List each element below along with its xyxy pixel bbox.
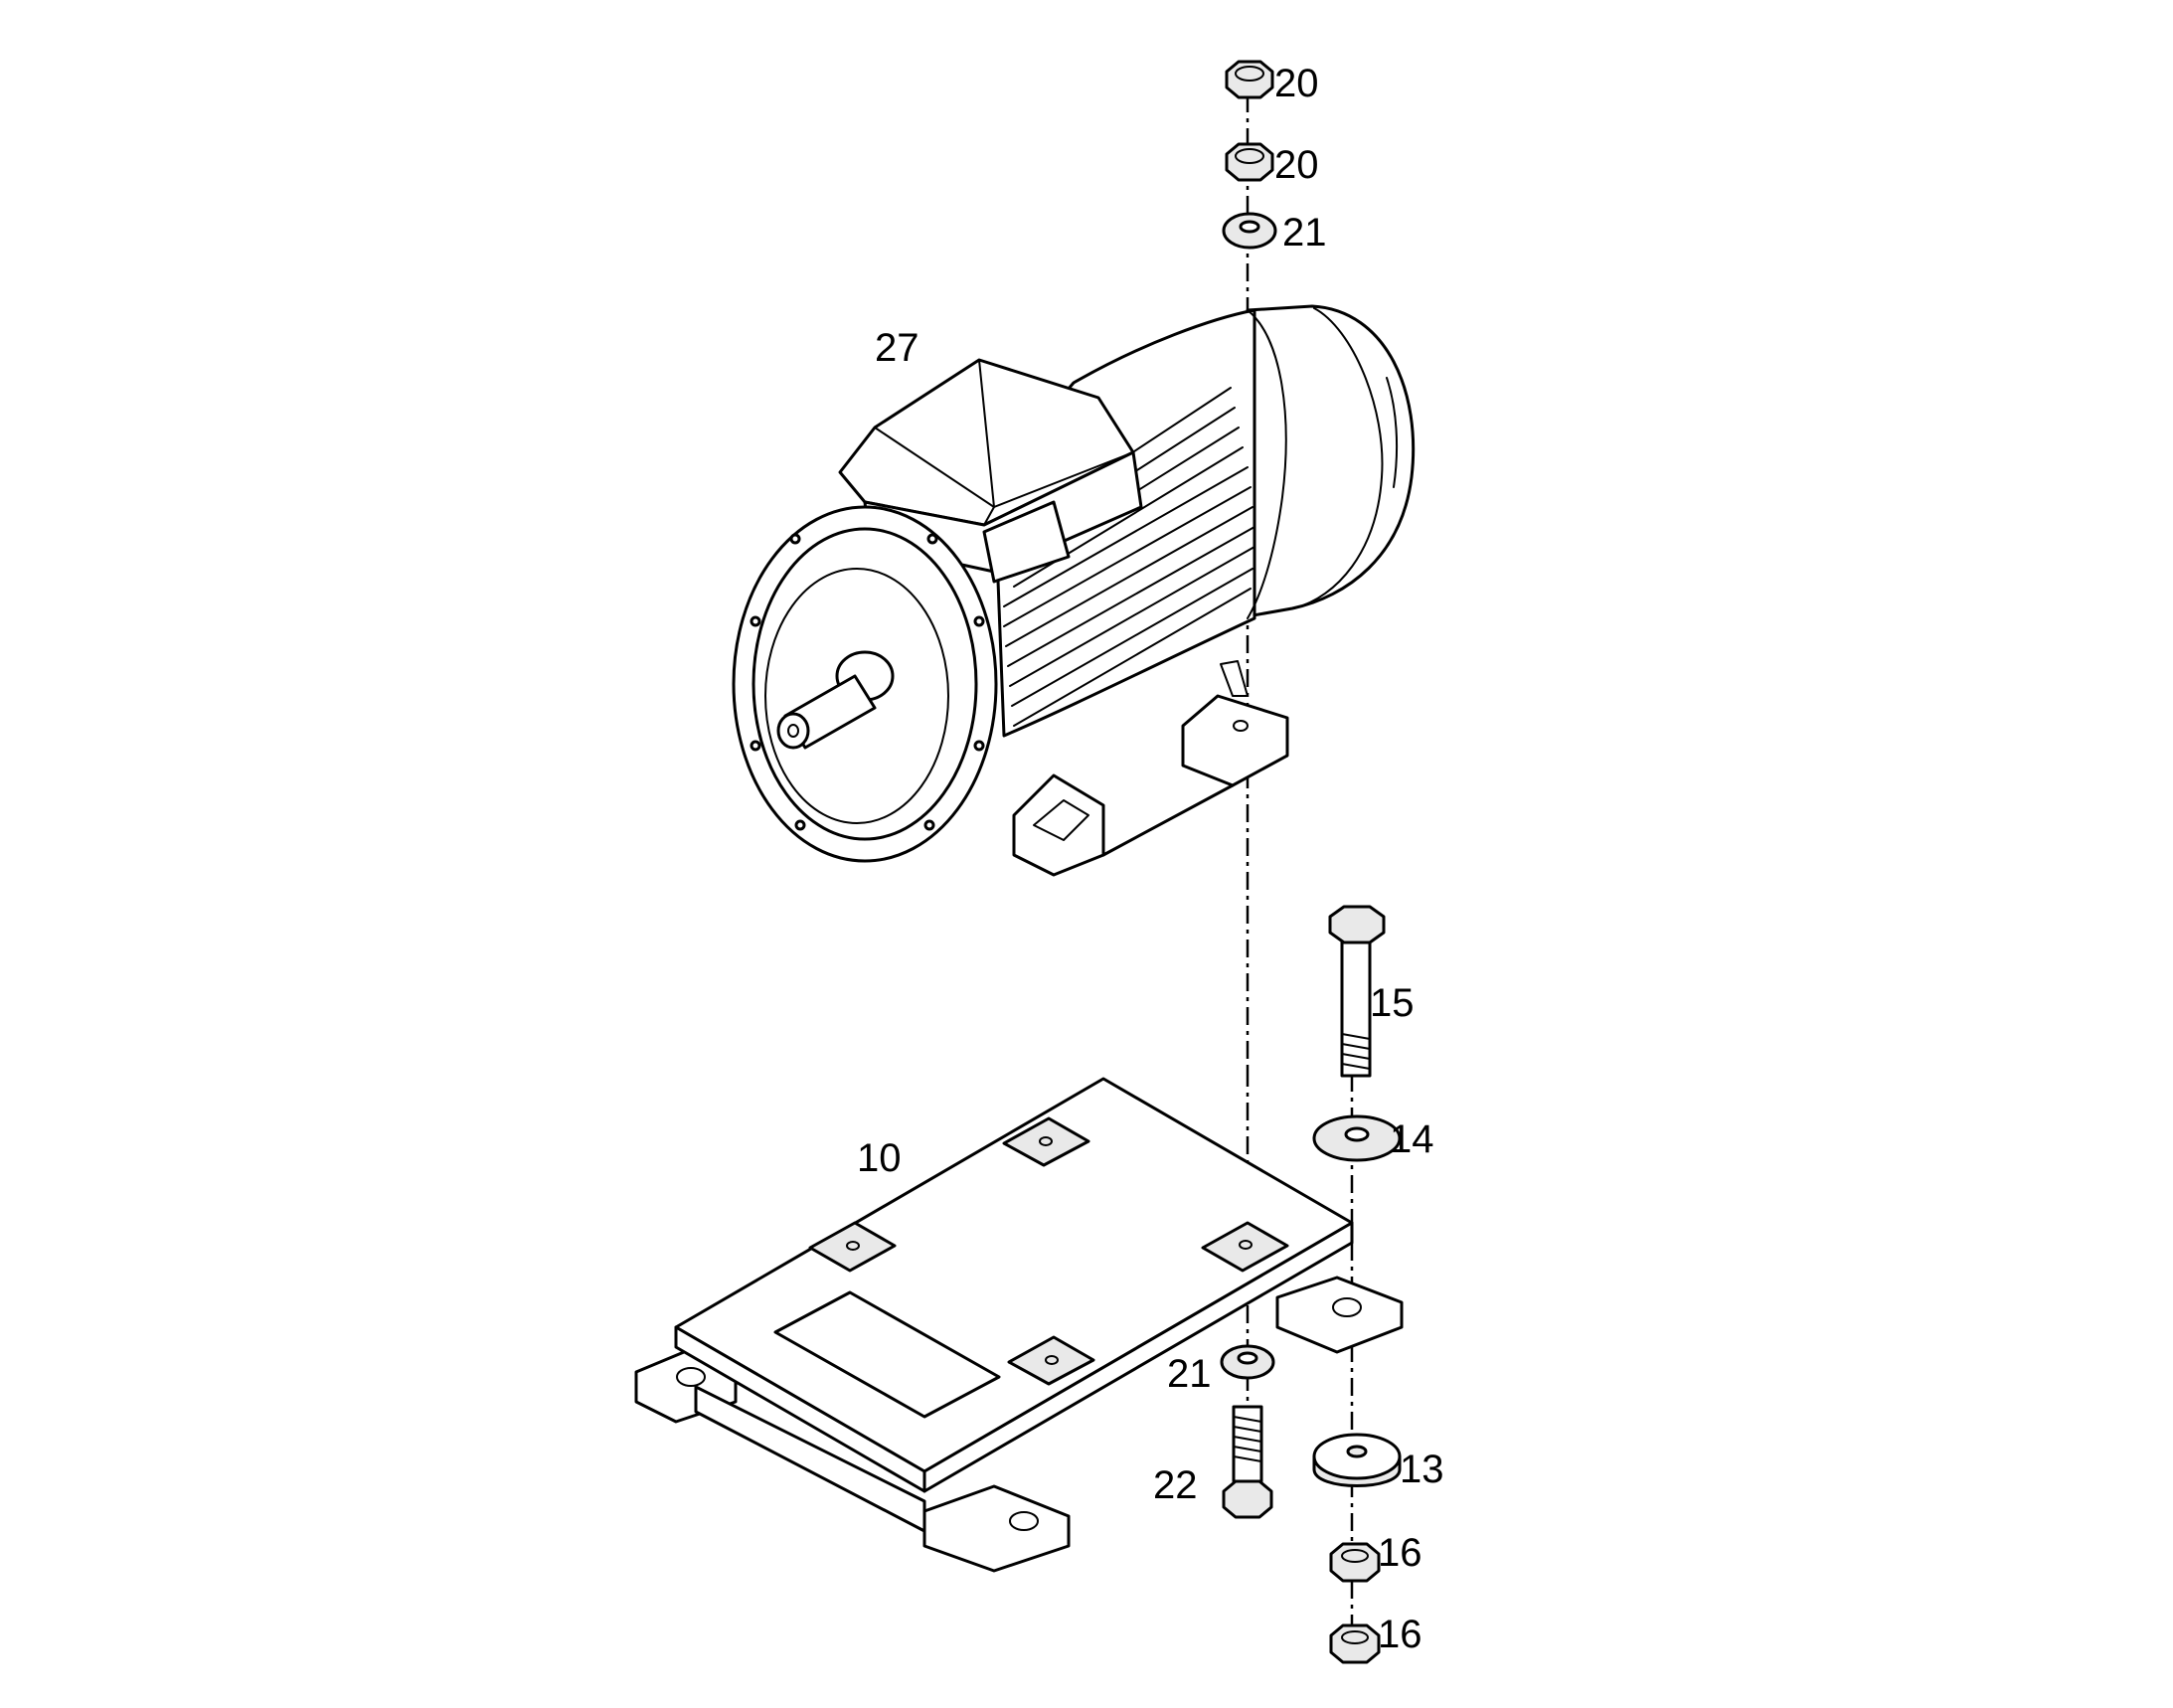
electric-motor-27	[732, 304, 1416, 877]
hex-nut-16-upper	[1329, 1542, 1381, 1583]
callout-21-lower: 21	[1167, 1352, 1212, 1396]
hex-nut-20-second	[1225, 142, 1274, 182]
washer-21-top	[1222, 212, 1277, 250]
callout-16-lower: 16	[1378, 1613, 1422, 1656]
callout-13: 13	[1400, 1448, 1444, 1491]
washer-21-lower	[1220, 1344, 1275, 1380]
callout-22: 22	[1153, 1463, 1198, 1507]
callout-20-top: 20	[1274, 62, 1319, 105]
callout-21-top: 21	[1282, 211, 1327, 255]
callout-20-second: 20	[1274, 143, 1319, 187]
hex-nut-20-top	[1225, 60, 1274, 99]
callout-14: 14	[1390, 1117, 1434, 1161]
base-plate-10	[634, 1077, 1404, 1573]
hex-bolt-15	[1328, 905, 1386, 1078]
washer-14	[1312, 1114, 1402, 1162]
hex-nut-16-lower	[1329, 1623, 1381, 1664]
hex-bolt-22	[1222, 1405, 1273, 1519]
callout-16-upper: 16	[1378, 1531, 1422, 1575]
callout-10: 10	[857, 1136, 902, 1180]
callout-27: 27	[875, 326, 919, 370]
rubber-isolator-13	[1312, 1433, 1402, 1487]
callout-15: 15	[1370, 981, 1415, 1025]
